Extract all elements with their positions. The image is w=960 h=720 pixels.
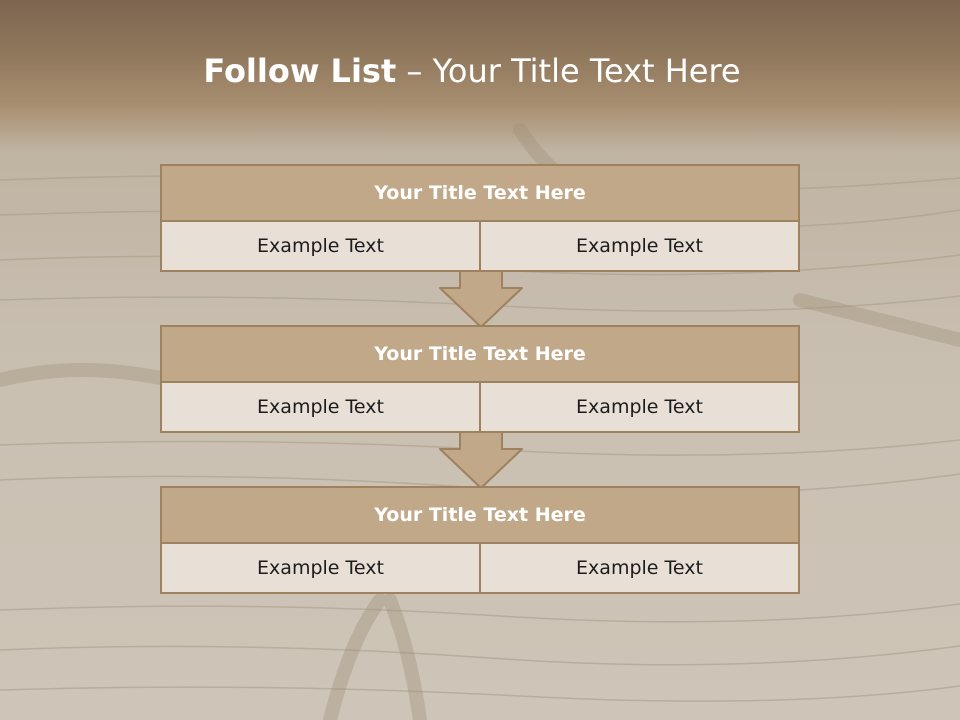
header-band bbox=[0, 0, 960, 150]
block-row: Example Text Example Text bbox=[162, 222, 798, 270]
block-cell-right: Example Text bbox=[479, 383, 798, 431]
block-cell-right: Example Text bbox=[479, 222, 798, 270]
slide-title-rest: – Your Title Text Here bbox=[396, 52, 741, 90]
down-arrow-icon bbox=[439, 431, 523, 489]
slide-title-bold: Follow List bbox=[203, 52, 397, 90]
block-title: Your Title Text Here bbox=[162, 327, 798, 383]
follow-block-3: Your Title Text Here Example Text Exampl… bbox=[160, 486, 800, 594]
block-row: Example Text Example Text bbox=[162, 544, 798, 592]
follow-block-1: Your Title Text Here Example Text Exampl… bbox=[160, 164, 800, 272]
block-row: Example Text Example Text bbox=[162, 383, 798, 431]
block-title: Your Title Text Here bbox=[162, 166, 798, 222]
block-cell-left: Example Text bbox=[162, 383, 479, 431]
block-cell-right: Example Text bbox=[479, 544, 798, 592]
down-arrow-icon bbox=[439, 270, 523, 328]
follow-block-2: Your Title Text Here Example Text Exampl… bbox=[160, 325, 800, 433]
slide-title: Follow List – Your Title Text Here bbox=[0, 52, 944, 90]
block-title: Your Title Text Here bbox=[162, 488, 798, 544]
block-cell-left: Example Text bbox=[162, 222, 479, 270]
block-cell-left: Example Text bbox=[162, 544, 479, 592]
